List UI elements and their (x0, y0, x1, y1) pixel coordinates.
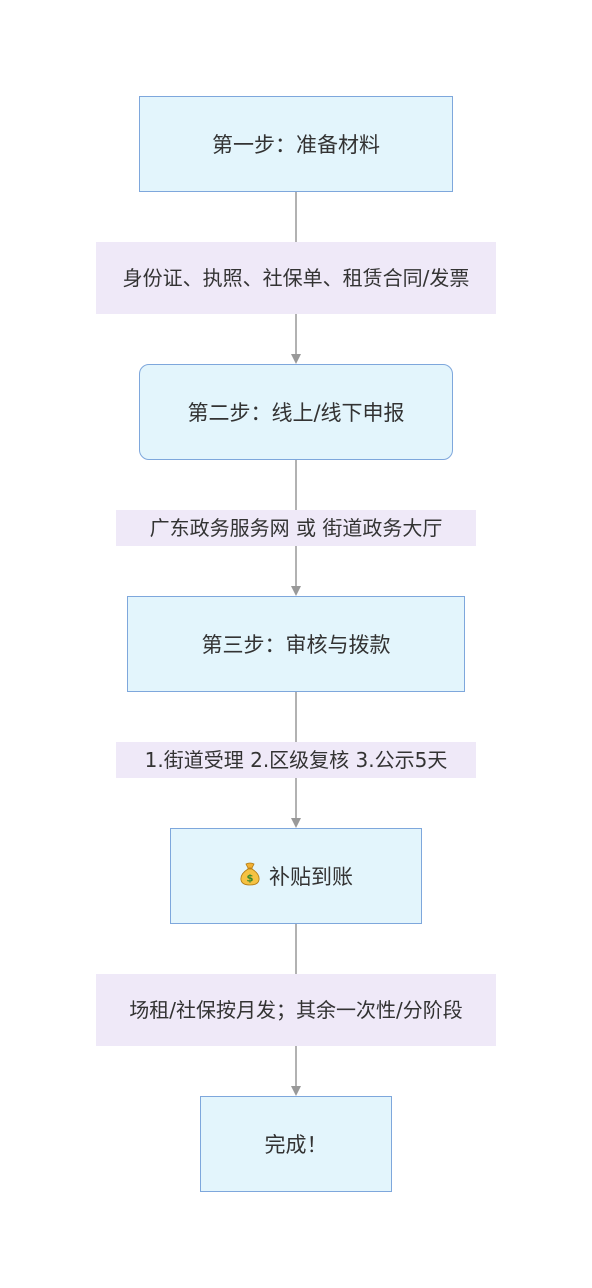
step2-label: 第二步：线上/线下申报 (187, 401, 405, 425)
step5-label: 完成！ (264, 1133, 328, 1157)
edge-3-label-box: 1.街道受理 2.区级复核 3.公示5天 (116, 742, 476, 778)
step3-node: 第三步：审核与拨款 (127, 596, 465, 692)
step3-label: 第三步：审核与拨款 (201, 633, 391, 657)
edge-4-label: 场租/社保按月发；其余一次性/分阶段 (129, 998, 463, 1022)
edge-2-label-box: 广东政务服务网 或 街道政务大厅 (116, 510, 476, 546)
svg-text:$: $ (247, 873, 254, 884)
edge-1-label-box: 身份证、执照、社保单、租赁合同/发票 (96, 242, 496, 314)
step1-node: 第一步：准备材料 (139, 96, 453, 192)
step4-label: 补贴到账 (269, 865, 353, 889)
step1-label: 第一步：准备材料 (212, 133, 380, 157)
step2-node: 第二步：线上/线下申报 (139, 364, 453, 460)
step5-node: 完成！ (200, 1096, 392, 1192)
money-bag-icon: $ (239, 862, 261, 891)
step4-node: $ 补贴到账 (170, 828, 422, 924)
edge-3-label: 1.街道受理 2.区级复核 3.公示5天 (144, 748, 448, 772)
edge-4-label-box: 场租/社保按月发；其余一次性/分阶段 (96, 974, 496, 1046)
edge-2-label: 广东政务服务网 或 街道政务大厅 (149, 516, 443, 540)
edge-1-label: 身份证、执照、社保单、租赁合同/发票 (122, 266, 470, 290)
